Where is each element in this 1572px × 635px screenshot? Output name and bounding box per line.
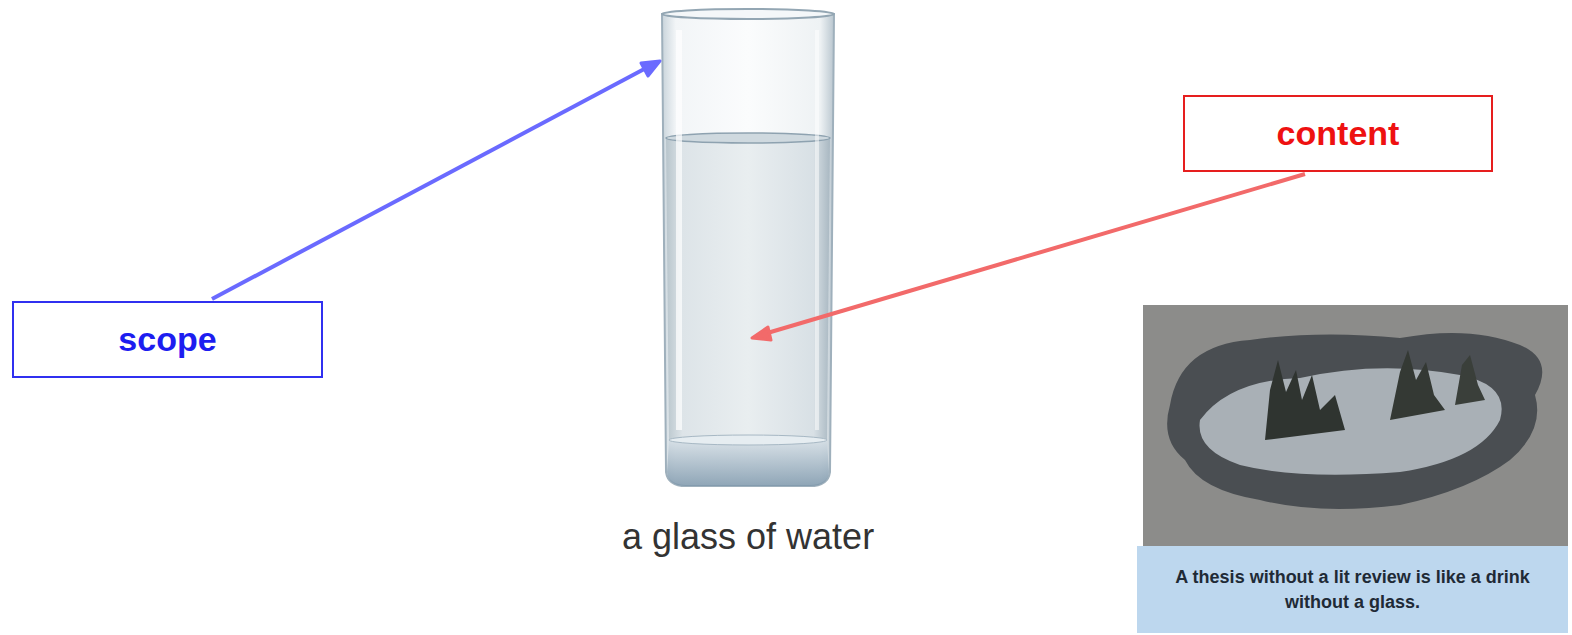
figure-label: a glass of water [622,516,874,558]
caption-box: A thesis without a lit review is like a … [1137,546,1568,633]
content-box: content [1183,95,1493,172]
node-text: content [1277,114,1400,153]
leader-arrows [212,61,1305,340]
puddle-photo [1143,305,1568,546]
glass-of-water [662,9,834,486]
node-text: scope [118,320,216,359]
scope-box: scope [12,301,323,378]
node-text: A thesis without a lit review is like a … [1151,565,1554,614]
